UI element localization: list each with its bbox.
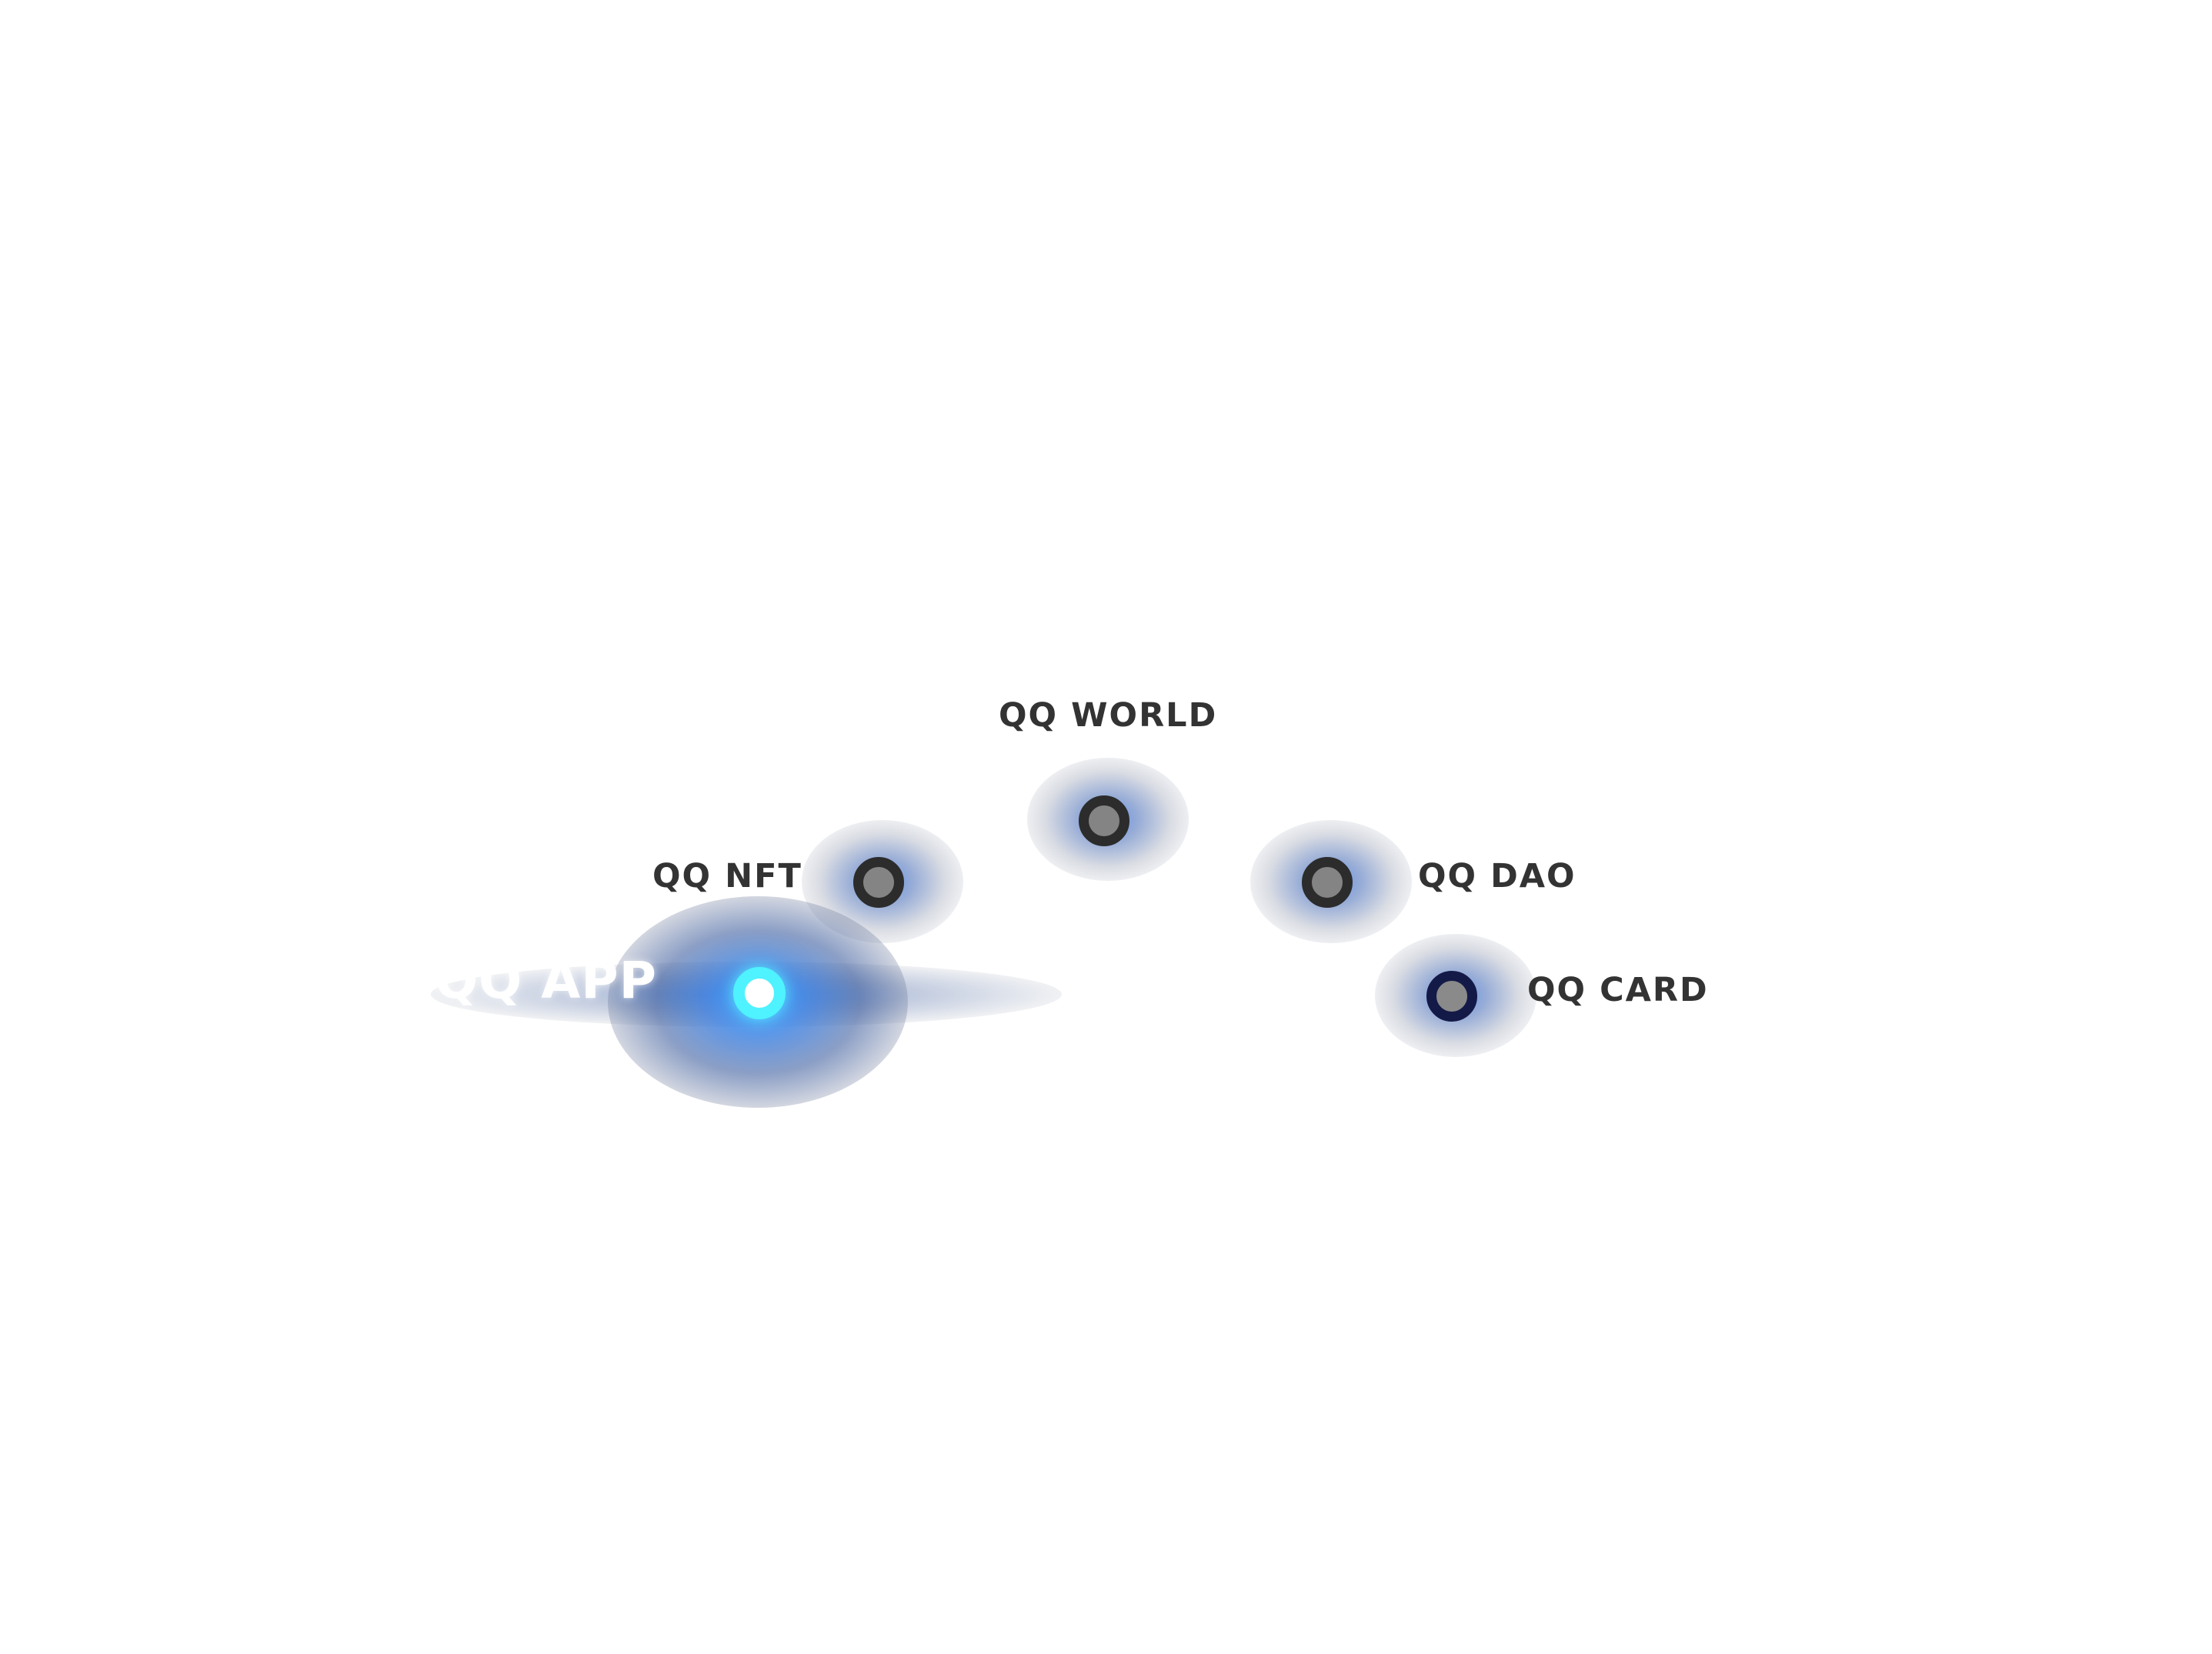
node-qq-nft[interactable] [853,857,904,908]
node-qq-card[interactable] [1426,971,1477,1022]
label-qq-nft[interactable]: QQ NFT [652,857,802,895]
node-qq-world[interactable] [1079,795,1129,846]
label-qq-world[interactable]: QQ WORLD [999,696,1218,735]
label-qq-card[interactable]: QQ CARD [1527,971,1709,1009]
node-qq-app[interactable] [733,967,786,1019]
node-qq-dao[interactable] [1302,857,1353,908]
label-qq-dao[interactable]: QQ DAO [1418,857,1576,895]
label-qq-app[interactable]: QQ APP [435,951,658,1010]
